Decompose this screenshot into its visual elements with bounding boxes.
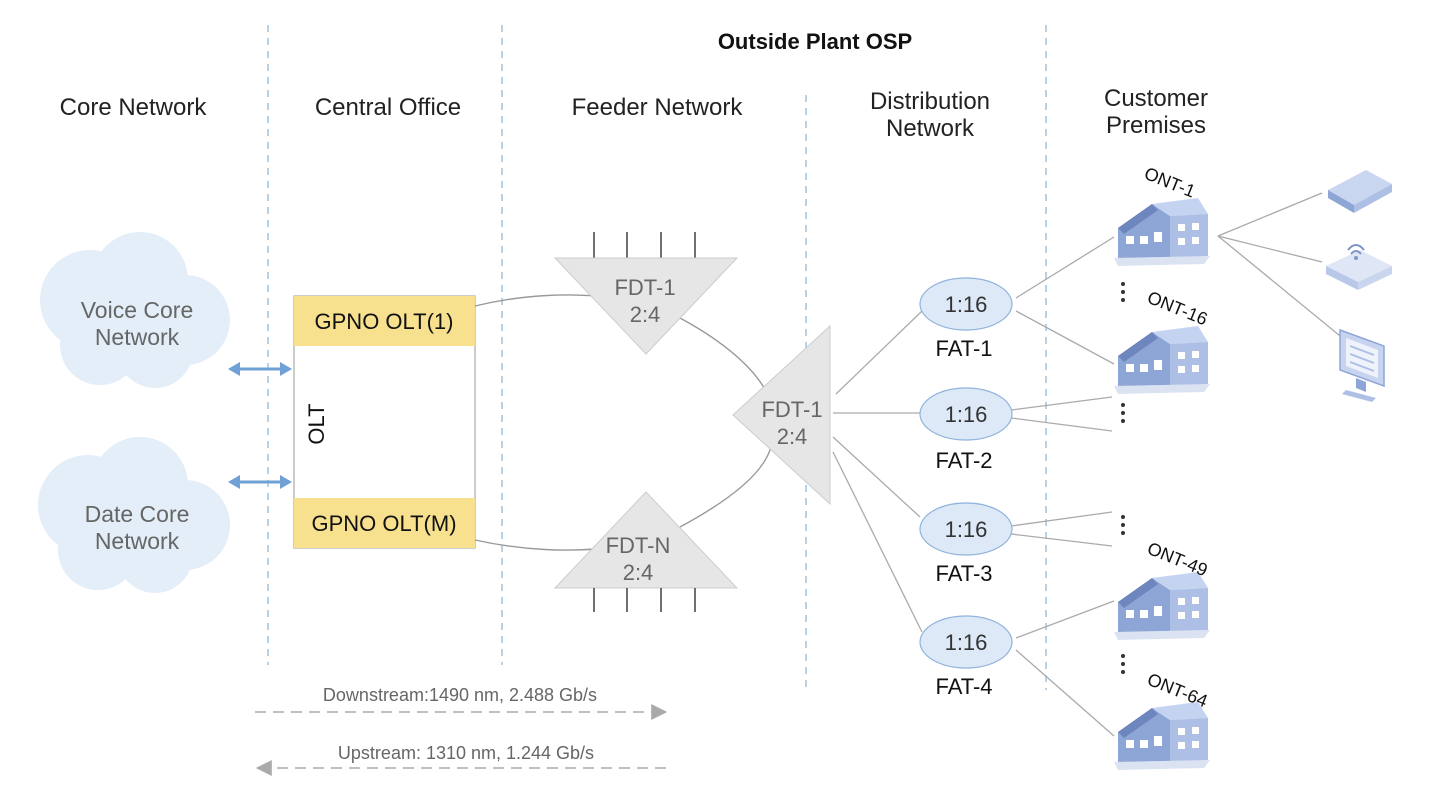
fat-1-label: FAT-1: [935, 336, 992, 361]
data-core-line1: Date Core: [85, 501, 190, 527]
fdt-bottom-ratio: 2:4: [623, 560, 654, 585]
ont-1-label: ONT-1: [1142, 163, 1199, 201]
monitor-icon: [1339, 328, 1385, 402]
downstream-label: Downstream:1490 nm, 2.488 Gb/s: [323, 685, 597, 705]
fat-2-ratio: 1:16: [945, 402, 988, 427]
ont-64-house-icon: [1114, 702, 1210, 770]
fdt-middle-ratio: 2:4: [777, 424, 808, 449]
olt-1-box: [294, 296, 475, 346]
fat-2-label: FAT-2: [935, 448, 992, 473]
ont-16-house-icon: [1114, 326, 1210, 394]
customer-title-line1: Customer: [1104, 85, 1208, 112]
olt-m-box: [294, 498, 475, 548]
olt-block: GPNO OLT(1) GPNO OLT(M) OLT: [293, 295, 476, 549]
ont-1-house-icon: [1114, 198, 1210, 266]
distribution-title-line1: Distribution: [870, 88, 990, 115]
fat-3-ratio: 1:16: [945, 517, 988, 542]
phone-icon: [1328, 170, 1392, 213]
olt-side-label: OLT: [304, 403, 329, 444]
customer-title-line2: Premises: [1106, 112, 1206, 139]
fdt-bottom-name: FDT-N: [606, 533, 671, 558]
fat-2: 1:16 FAT-2: [919, 387, 1013, 473]
fat-4-ratio: 1:16: [945, 630, 988, 655]
voice-core-cloud: Voice Core Network: [40, 232, 230, 388]
osp-title: Outside Plant OSP: [718, 29, 912, 54]
olt-m-label: GPNO OLT(M): [311, 511, 456, 536]
ellipsis-ont-1-16: [1121, 282, 1125, 302]
upstream-label: Upstream: 1310 nm, 1.244 Gb/s: [338, 743, 594, 763]
ont-49-house-icon: [1114, 572, 1210, 640]
voice-core-line1: Voice Core: [81, 297, 194, 323]
fdt-middle-name: FDT-1: [761, 397, 822, 422]
ellipsis-fat-3: [1121, 515, 1125, 535]
data-core-line2: Network: [95, 528, 180, 554]
fdt-bottom: FDT-N 2:4: [553, 491, 739, 612]
fat-4-label: FAT-4: [935, 674, 992, 699]
core-network-title: Core Network: [60, 94, 208, 121]
router-icon: [1326, 244, 1392, 290]
fat-4: 1:16 FAT-4: [919, 615, 1013, 699]
feeder-network-title: Feeder Network: [572, 94, 744, 121]
fat-1: 1:16 FAT-1: [919, 277, 1013, 361]
fat-3-label: FAT-3: [935, 561, 992, 586]
voice-core-line2: Network: [95, 324, 180, 350]
feeder-ring: [474, 294, 773, 551]
data-core-cloud: Date Core Network: [38, 437, 230, 593]
fdt-top-ratio: 2:4: [630, 302, 661, 327]
column-dividers: [267, 25, 1047, 690]
ont-16-label: ONT-16: [1145, 287, 1211, 329]
ellipsis-marks: [1121, 282, 1125, 674]
core-links: [228, 362, 292, 489]
central-office-title: Central Office: [315, 94, 461, 121]
ellipsis-fat-2: [1121, 403, 1125, 423]
distribution-fibers: [832, 192, 1346, 737]
olt-1-label: GPNO OLT(1): [315, 309, 454, 334]
fdt-top: FDT-1 2:4: [553, 232, 739, 355]
distribution-title-line2: Network: [886, 115, 975, 142]
fdt-middle: FDT-1 2:4: [732, 324, 831, 506]
ont-49-label: ONT-49: [1145, 538, 1211, 580]
ellipsis-ont-49-64: [1121, 654, 1125, 674]
fat-1-ratio: 1:16: [945, 292, 988, 317]
fat-3: 1:16 FAT-3: [919, 502, 1013, 586]
fdt-top-name: FDT-1: [614, 275, 675, 300]
stream-legend: Downstream:1490 nm, 2.488 Gb/s Upstream:…: [255, 685, 668, 776]
